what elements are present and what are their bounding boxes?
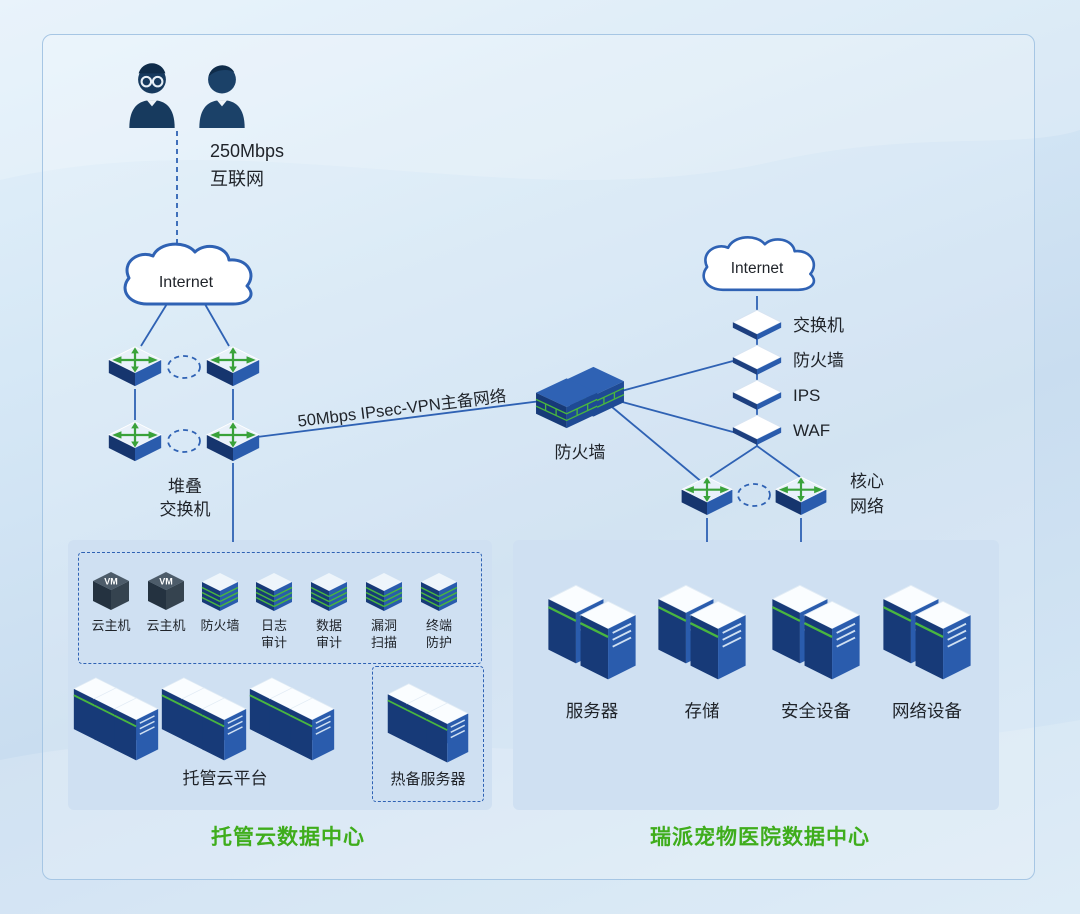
stack-ring-bottom [167, 429, 201, 453]
switch-icon [205, 345, 261, 388]
core-switch-icon [774, 475, 828, 517]
group-label: 服务器 [565, 701, 619, 721]
vm-host-icon [148, 572, 184, 610]
hot-standby-server-icon [386, 682, 470, 766]
chain-firewall-label: 防火墙 [793, 351, 844, 370]
standby-label: 热备服务器 [390, 771, 466, 788]
link-waf-core-right [756, 445, 801, 478]
endpoint-protect-icon [420, 572, 458, 612]
server-cluster-icon [72, 676, 160, 764]
core-network-label: 核心 网络 [850, 472, 884, 516]
network-device-group-icon [881, 583, 973, 684]
user-glasses-icon [128, 62, 176, 130]
link-firewall-to-branch-firewall [613, 360, 734, 394]
link-cloud-switch-left [140, 298, 171, 347]
server-group-icon [546, 583, 638, 684]
vm-host-icon [93, 572, 129, 610]
group-label: 网络设备 [892, 701, 962, 721]
chain-ips-label: IPS [793, 386, 821, 405]
security-item-label: 漏洞 扫描 [370, 618, 397, 650]
chain-waf-label: WAF [793, 421, 831, 440]
log-audit-icon [255, 572, 293, 612]
firewall-slab-icon [732, 344, 782, 376]
chain-switch-label: 交换机 [793, 316, 844, 335]
stack-ring-top [167, 355, 201, 379]
switch-slab-icon [732, 309, 782, 341]
ips-slab-icon [732, 379, 782, 411]
waf-slab-icon [732, 414, 782, 446]
switch-icon [107, 420, 163, 463]
internet-right-label: Internet [730, 260, 784, 277]
switch-icon [107, 345, 163, 388]
switch-icon [205, 420, 261, 463]
link-vpn [256, 399, 550, 438]
server-cluster-icon [160, 676, 248, 764]
core-switch-icon [680, 475, 734, 517]
stack-ring-core [737, 483, 771, 507]
link-firewall-to-core [611, 406, 704, 484]
vuln-scan-icon [365, 572, 403, 612]
internet-left-label: Internet [158, 274, 214, 291]
stacked-switch-label: 堆叠 交换机 [159, 477, 211, 519]
link-firewall-to-waf [614, 399, 734, 433]
link-cloud-switch-right [201, 298, 230, 347]
hospital-datacenter-panel [513, 540, 999, 810]
firewall-icon [532, 365, 628, 430]
security-item-label: 云主机 [91, 618, 131, 633]
hot-standby-dashed-box [372, 666, 484, 802]
security-item-label: 数据 审计 [315, 618, 342, 650]
security-item-label: 终端 防护 [425, 618, 452, 650]
security-services-dashed-box [78, 552, 482, 664]
hosted-cloud-title: 托管云数据中心 [211, 826, 365, 849]
group-label: 安全设备 [781, 701, 851, 721]
platform-label: 托管云平台 [182, 769, 268, 788]
bandwidth-label: 250Mbps 互联网 [210, 141, 285, 189]
security-item-label: 日志 审计 [260, 618, 287, 650]
security-item-label: 云主机 [146, 618, 186, 633]
data-audit-icon [310, 572, 348, 612]
firewall-appliance-icon [201, 572, 239, 612]
hospital-datacenter-title: 瑞派宠物医院数据中心 [650, 826, 870, 849]
storage-group-icon [656, 583, 748, 684]
user-icon [199, 65, 245, 128]
security-device-group-icon [770, 583, 862, 684]
security-item-label: 防火墙 [200, 618, 240, 633]
link-waf-core-left [709, 445, 758, 478]
server-cluster-icon [248, 676, 336, 764]
central-firewall-label: 防火墙 [554, 443, 606, 462]
group-label: 存储 [684, 701, 720, 721]
